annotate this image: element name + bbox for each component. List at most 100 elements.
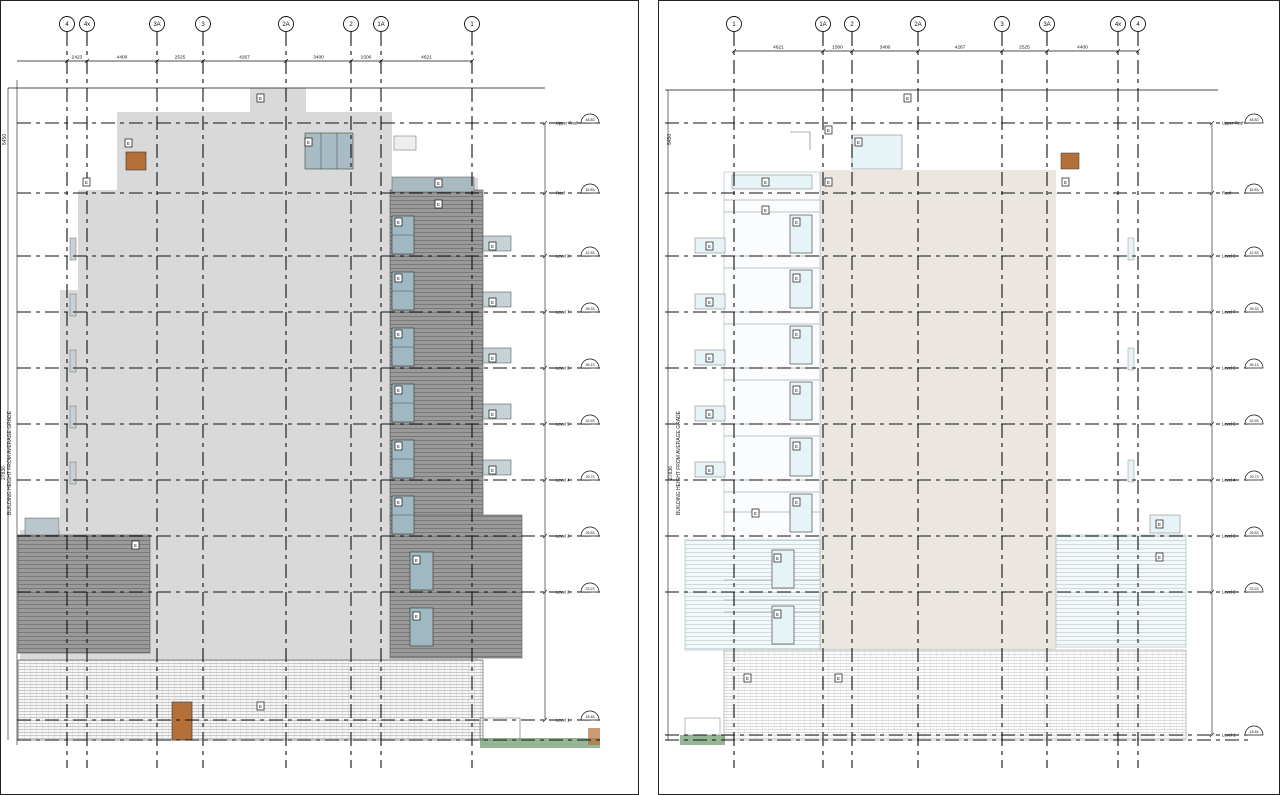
level-name: Level 6 xyxy=(1222,366,1236,371)
grid-label: 4x xyxy=(1115,22,1121,28)
level-marker xyxy=(1244,183,1264,194)
level-dimension-tick xyxy=(1209,732,1215,738)
level-elevation: 23.23 xyxy=(586,587,595,591)
material-tag-label: E xyxy=(491,300,494,305)
dimension-tick xyxy=(1044,48,1050,54)
left-height-label: BUILDING HEIGHT FROM AVERAGE GRADE xyxy=(7,410,13,515)
material-tag-label: E xyxy=(259,704,262,709)
level-name: Level 8 xyxy=(556,254,570,259)
material-tag-label: E xyxy=(1158,522,1161,527)
material-tag xyxy=(488,465,497,475)
grid-bubble xyxy=(1039,16,1055,32)
grid-label: 3A xyxy=(1043,22,1050,28)
dimension-tick xyxy=(154,58,160,64)
level-marker xyxy=(580,526,600,537)
level-name: Level 1 xyxy=(556,718,570,723)
grid-label: 2A xyxy=(282,22,289,28)
dimension-tick xyxy=(1135,48,1141,54)
right-height-label: BUILDING HEIGHT FROM AVERAGE GRADE xyxy=(676,410,682,515)
material-tag xyxy=(488,297,497,307)
material-tag-label: E xyxy=(795,276,798,281)
material-tag-label: E xyxy=(776,612,779,617)
material-tag-label: E xyxy=(764,208,767,213)
level-marker xyxy=(580,582,600,593)
balcony xyxy=(482,459,512,476)
level-marker xyxy=(1244,414,1264,425)
beige-core xyxy=(820,170,1056,650)
material-tag-label: E xyxy=(795,444,798,449)
material-tag xyxy=(705,241,714,251)
material-tag xyxy=(434,199,443,209)
level-elevation: 42.53 xyxy=(1250,251,1259,255)
level-name: Level 3 xyxy=(556,534,570,539)
level-dimension-tick xyxy=(542,120,548,126)
level-name: Level 4 xyxy=(556,478,570,483)
level-elevation: 26.53 xyxy=(1250,531,1259,535)
material-tag xyxy=(394,441,403,451)
level-marker xyxy=(580,183,600,194)
grid-label: 1 xyxy=(732,22,736,28)
level-marker xyxy=(1244,526,1264,537)
material-tag-label: E xyxy=(397,444,400,449)
balcony xyxy=(482,235,512,252)
level-dimension-tick xyxy=(542,717,548,723)
grid-label: 3 xyxy=(1000,22,1004,28)
material-tag-label: E xyxy=(708,412,711,417)
dimension-value: 4621 xyxy=(421,55,432,61)
level-name: Upper Roof xyxy=(556,121,578,126)
material-tag xyxy=(1155,519,1164,529)
material-tag-label: E xyxy=(776,556,779,561)
material-tag xyxy=(488,353,497,363)
rooftop-door xyxy=(125,151,147,171)
material-tag xyxy=(1155,552,1164,562)
material-tag xyxy=(705,297,714,307)
material-tag xyxy=(82,177,91,187)
dimension-value: 2525 xyxy=(1019,45,1030,51)
material-tag xyxy=(705,465,714,475)
material-tag xyxy=(394,273,403,283)
material-tag xyxy=(792,497,801,507)
ground-floor-masonry xyxy=(17,659,484,741)
grid-bubble xyxy=(815,16,831,32)
dimension-tick xyxy=(849,48,855,54)
material-tag xyxy=(824,177,833,187)
level-marker xyxy=(580,302,600,313)
level-marker xyxy=(580,113,600,124)
level-dimension-tick xyxy=(542,253,548,259)
level-marker xyxy=(580,246,600,257)
grid-bubble xyxy=(844,16,860,32)
side-balcony xyxy=(69,461,77,485)
level-dimension-tick xyxy=(542,533,548,539)
grid-bubble xyxy=(1110,16,1126,32)
material-tag xyxy=(394,217,403,227)
entry-door xyxy=(171,701,193,741)
level-marker xyxy=(1244,358,1264,369)
level-elevation: 18.46 xyxy=(1250,730,1259,734)
dimension-tick xyxy=(915,48,921,54)
dimension-value: 4400 xyxy=(1077,45,1088,51)
level-elevation: 39.33 xyxy=(1250,307,1259,311)
grid-label: 1 xyxy=(470,22,474,28)
material-tag-label: E xyxy=(397,500,400,505)
level-elevation: 48.83 xyxy=(586,118,595,122)
level-dimension-tick xyxy=(1209,190,1215,196)
dimension-value: 2423 xyxy=(72,55,83,61)
dimension-tick xyxy=(283,58,289,64)
right-lower-left-siding xyxy=(684,539,821,651)
right-top-dim: 5450 xyxy=(667,134,673,145)
level-name: Level 7 xyxy=(556,310,570,315)
material-tag xyxy=(834,673,843,683)
material-tag-label: E xyxy=(795,500,798,505)
level-dimension-tick xyxy=(542,190,548,196)
level-name: Upper Roof xyxy=(1222,121,1244,126)
dimension-tick xyxy=(64,58,70,64)
level-marker xyxy=(1244,725,1264,736)
material-tag-label: E xyxy=(708,300,711,305)
material-tag xyxy=(705,353,714,363)
material-tag-label: E xyxy=(1064,180,1067,185)
grid-bubble xyxy=(195,16,211,32)
material-tag-label: E xyxy=(708,356,711,361)
balcony xyxy=(482,403,512,420)
